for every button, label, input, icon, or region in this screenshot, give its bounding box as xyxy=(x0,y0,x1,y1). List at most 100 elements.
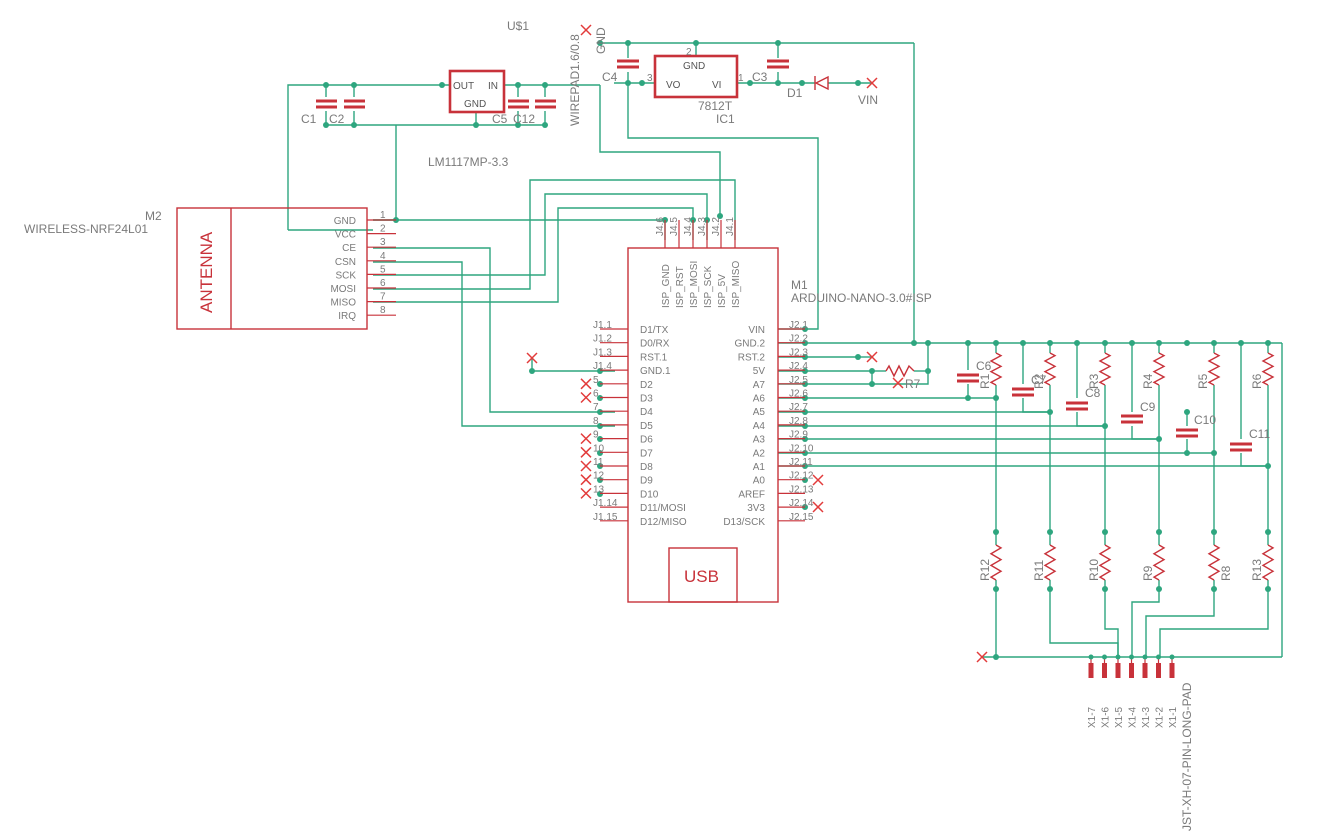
arduino-nano: USB M1 ARDUINO-NANO-3.0#ISP ISP_GNDJ4.6I… xyxy=(593,217,932,603)
jst-pin-name: X1-3 xyxy=(1141,706,1152,728)
nano-left-pin-number: J1.15 xyxy=(593,512,618,523)
svg-text:R9: R9 xyxy=(1141,565,1155,581)
nano-right-pin-number: J2.8 xyxy=(789,416,808,427)
nano-left-pin-number: J1.14 xyxy=(593,498,618,509)
svg-text:2: 2 xyxy=(686,47,692,58)
m1-value: ARDUINO-NANO-3.0#ISP xyxy=(791,291,932,305)
svg-text:R6: R6 xyxy=(1250,373,1264,389)
svg-text:1: 1 xyxy=(738,73,744,84)
nano-right-pin-name: VIN xyxy=(748,325,765,336)
nano-right-pin-number: J2.9 xyxy=(789,430,808,441)
nano-left-pin-name: D3 xyxy=(640,394,653,405)
svg-text:C2: C2 xyxy=(329,112,345,126)
svg-text:R8: R8 xyxy=(1219,565,1233,581)
nrf-pin-name: IRQ xyxy=(338,311,356,322)
jst-pin-name: X1-2 xyxy=(1155,706,1166,728)
nano-right-pin-name: RST.2 xyxy=(738,352,766,363)
nrf-pin-number: 4 xyxy=(380,251,386,262)
nano-left-pin-name: D2 xyxy=(640,380,653,391)
nano-right-pin-name: A5 xyxy=(753,407,766,418)
isp-pin-number: J4.3 xyxy=(697,217,708,236)
nano-right-pin-number: J2.11 xyxy=(789,457,813,468)
jst-pin-name: X1-4 xyxy=(1128,706,1139,728)
nano-left-pin-number: 13 xyxy=(593,484,605,495)
jst-label: JST-XH-07-PIN-LONG-PAD xyxy=(1180,682,1194,831)
usb-label: USB xyxy=(684,567,719,586)
svg-text:GND: GND xyxy=(464,99,486,110)
nano-left-pin-number: 10 xyxy=(593,443,605,454)
isp-pin-name: ISP_5V xyxy=(717,274,728,308)
svg-text:C1: C1 xyxy=(301,112,317,126)
nrf-pin-number: 2 xyxy=(380,224,386,235)
svg-text:C11: C11 xyxy=(1249,427,1270,441)
nano-right-pin-number: J2.1 xyxy=(789,320,808,331)
svg-text:C7: C7 xyxy=(1031,373,1047,387)
nano-right-pin-name: AREF xyxy=(738,489,765,500)
svg-text:C10: C10 xyxy=(1194,413,1216,427)
svg-text:C12: C12 xyxy=(513,112,535,126)
jst-pin-name: X1-7 xyxy=(1087,706,1098,728)
nrf-pin-name: CSN xyxy=(335,257,356,268)
svg-text:R10: R10 xyxy=(1087,559,1101,581)
svg-text:R3: R3 xyxy=(1087,373,1101,389)
nano-right-pin-name: A2 xyxy=(753,448,766,459)
nano-right-pin-number: J2.13 xyxy=(789,484,814,495)
nano-right-pin-number: J2.12 xyxy=(789,471,814,482)
junctions xyxy=(323,40,1271,660)
svg-text:GND: GND xyxy=(683,61,705,72)
nrf-pin-number: 6 xyxy=(380,278,386,289)
nrf-pin-number: 1 xyxy=(380,210,386,221)
filter-caps: C6 C7 C8 C9 C10 C11 xyxy=(957,359,1270,452)
nano-right-pin-name: A6 xyxy=(753,394,766,405)
nano-left-pin-number: 9 xyxy=(593,430,599,441)
isp-pin-number: J4.1 xyxy=(725,217,736,236)
diode-d1: D1 VIN xyxy=(787,75,878,107)
nano-left-pin-number: 11 xyxy=(593,457,604,468)
nano-right-pin-number: J2.10 xyxy=(789,443,814,454)
svg-text:R11: R11 xyxy=(1032,560,1046,581)
svg-text:R13: R13 xyxy=(1250,559,1264,581)
nano-left-pin-number: 8 xyxy=(593,416,599,427)
nano-left-pin-number: 6 xyxy=(593,389,599,400)
svg-text:VI: VI xyxy=(712,80,721,91)
ic1-value: 7812T xyxy=(698,99,733,113)
svg-text:R12: R12 xyxy=(978,559,992,581)
svg-text:VO: VO xyxy=(666,80,681,91)
svg-text:OUT: OUT xyxy=(453,81,474,92)
svg-text:R1: R1 xyxy=(978,373,992,389)
isp-pin-number: J4.2 xyxy=(711,217,722,236)
nano-left-pin-name: D11/MOSI xyxy=(640,503,686,514)
svg-text:R5: R5 xyxy=(1196,373,1210,389)
no-connect-marks xyxy=(526,351,988,663)
nano-right-pin-name: A0 xyxy=(753,476,766,487)
isp-pin-name: ISP_RST xyxy=(675,266,686,308)
nano-right-pin-name: GND.2 xyxy=(734,339,765,350)
us1-label: U$1 xyxy=(507,19,529,33)
nano-right-pin-number: J2.14 xyxy=(789,498,814,509)
nano-right-pin-number: J2.6 xyxy=(789,389,808,400)
isp-pin-name: ISP_MOSI xyxy=(689,261,700,308)
nano-right-pin-name: 3V3 xyxy=(747,503,765,514)
nano-right-pin-number: J2.2 xyxy=(789,334,808,345)
nano-right-pin-name: D13/SCK xyxy=(723,517,765,528)
nano-right-pin-number: J2.7 xyxy=(789,402,808,413)
nano-left-pin-name: D12/MISO xyxy=(640,517,687,528)
caps-3v3: C1 C2 C5 C12 xyxy=(301,99,556,126)
isp-pin-number: J4.5 xyxy=(669,217,680,236)
svg-text:R4: R4 xyxy=(1141,373,1155,389)
nrf-pin-number: 5 xyxy=(380,264,386,275)
nano-left-pin-number: J1.4 xyxy=(593,361,612,372)
nano-left-pin-name: D8 xyxy=(640,462,653,473)
nano-left-pin-name: GND.1 xyxy=(640,366,671,377)
vin-label: VIN xyxy=(858,93,878,107)
isp-pin-name: ISP_GND xyxy=(661,264,672,308)
jst-pin-name: X1-5 xyxy=(1114,706,1125,728)
nano-right-pin-name: 5V xyxy=(753,366,766,377)
m2-ref: M2 xyxy=(145,209,162,223)
svg-text:3: 3 xyxy=(647,73,653,84)
nano-left-pin-number: 7 xyxy=(593,402,599,413)
nano-left-pin-number: 5 xyxy=(593,375,599,386)
nano-left-pin-name: D6 xyxy=(640,435,653,446)
m2-value: WIRELESS-NRF24L01 xyxy=(24,222,148,236)
